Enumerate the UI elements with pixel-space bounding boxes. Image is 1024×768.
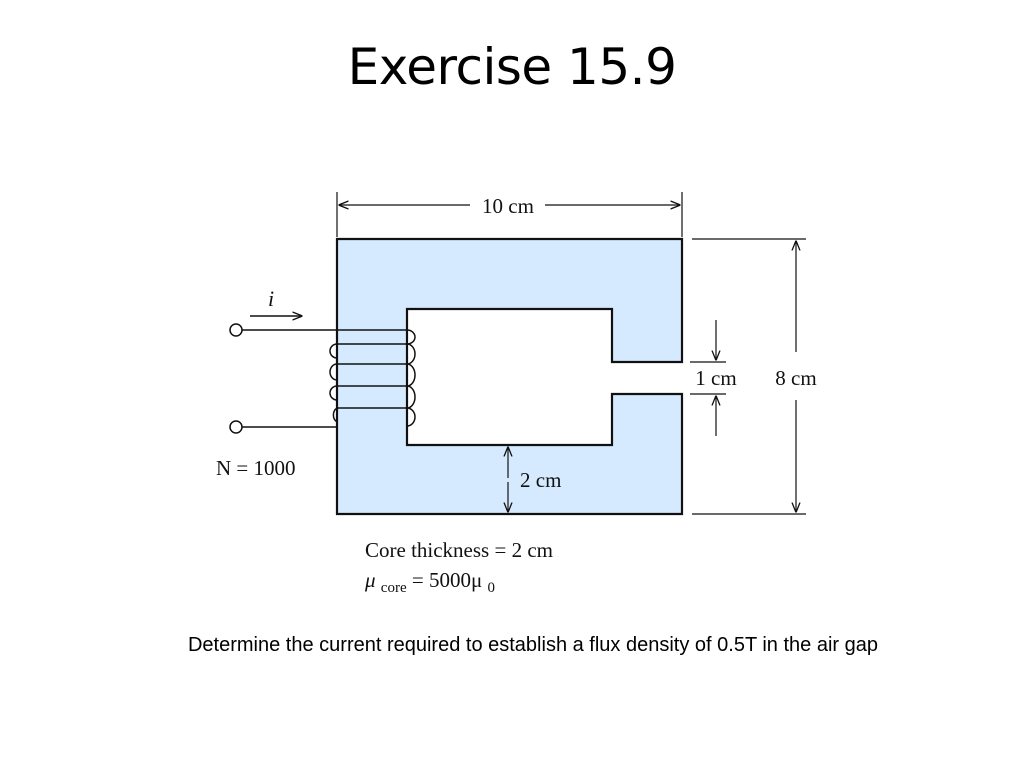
magnetic-core [335,237,684,516]
mu-zero-subscript: 0 [487,580,495,596]
core-thickness-label: Core thickness = 2 cm [365,538,553,562]
height-dimension [692,238,806,515]
current-label: i [268,286,274,311]
width-label: 10 cm [482,194,534,218]
mu-expression: = 5000μ [412,568,482,592]
coil-leads [242,329,407,428]
question-text: Determine the current required to establ… [187,634,878,656]
height-label: 8 cm [775,366,816,390]
bottom-terminal [229,420,243,434]
gap-dimension [690,320,726,436]
magnetic-core-diagram: i 10 cm 8 cm 1 cm 2 cm [210,182,832,610]
mu-subscript: core [381,580,407,596]
diagram-canvas: i 10 cm 8 cm 1 cm 2 cm [216,192,817,597]
width-dimension [336,192,683,237]
slide-title: Exercise 15.9 [347,38,677,96]
gap-label: 1 cm [695,366,736,390]
mu-symbol: μ [364,568,376,592]
leg-label: 2 cm [520,468,561,492]
coil-winding [329,329,416,427]
permeability-label: μ core = 5000μ 0 [364,568,495,597]
turns-label: N = 1000 [216,456,296,480]
top-terminal [229,323,243,337]
